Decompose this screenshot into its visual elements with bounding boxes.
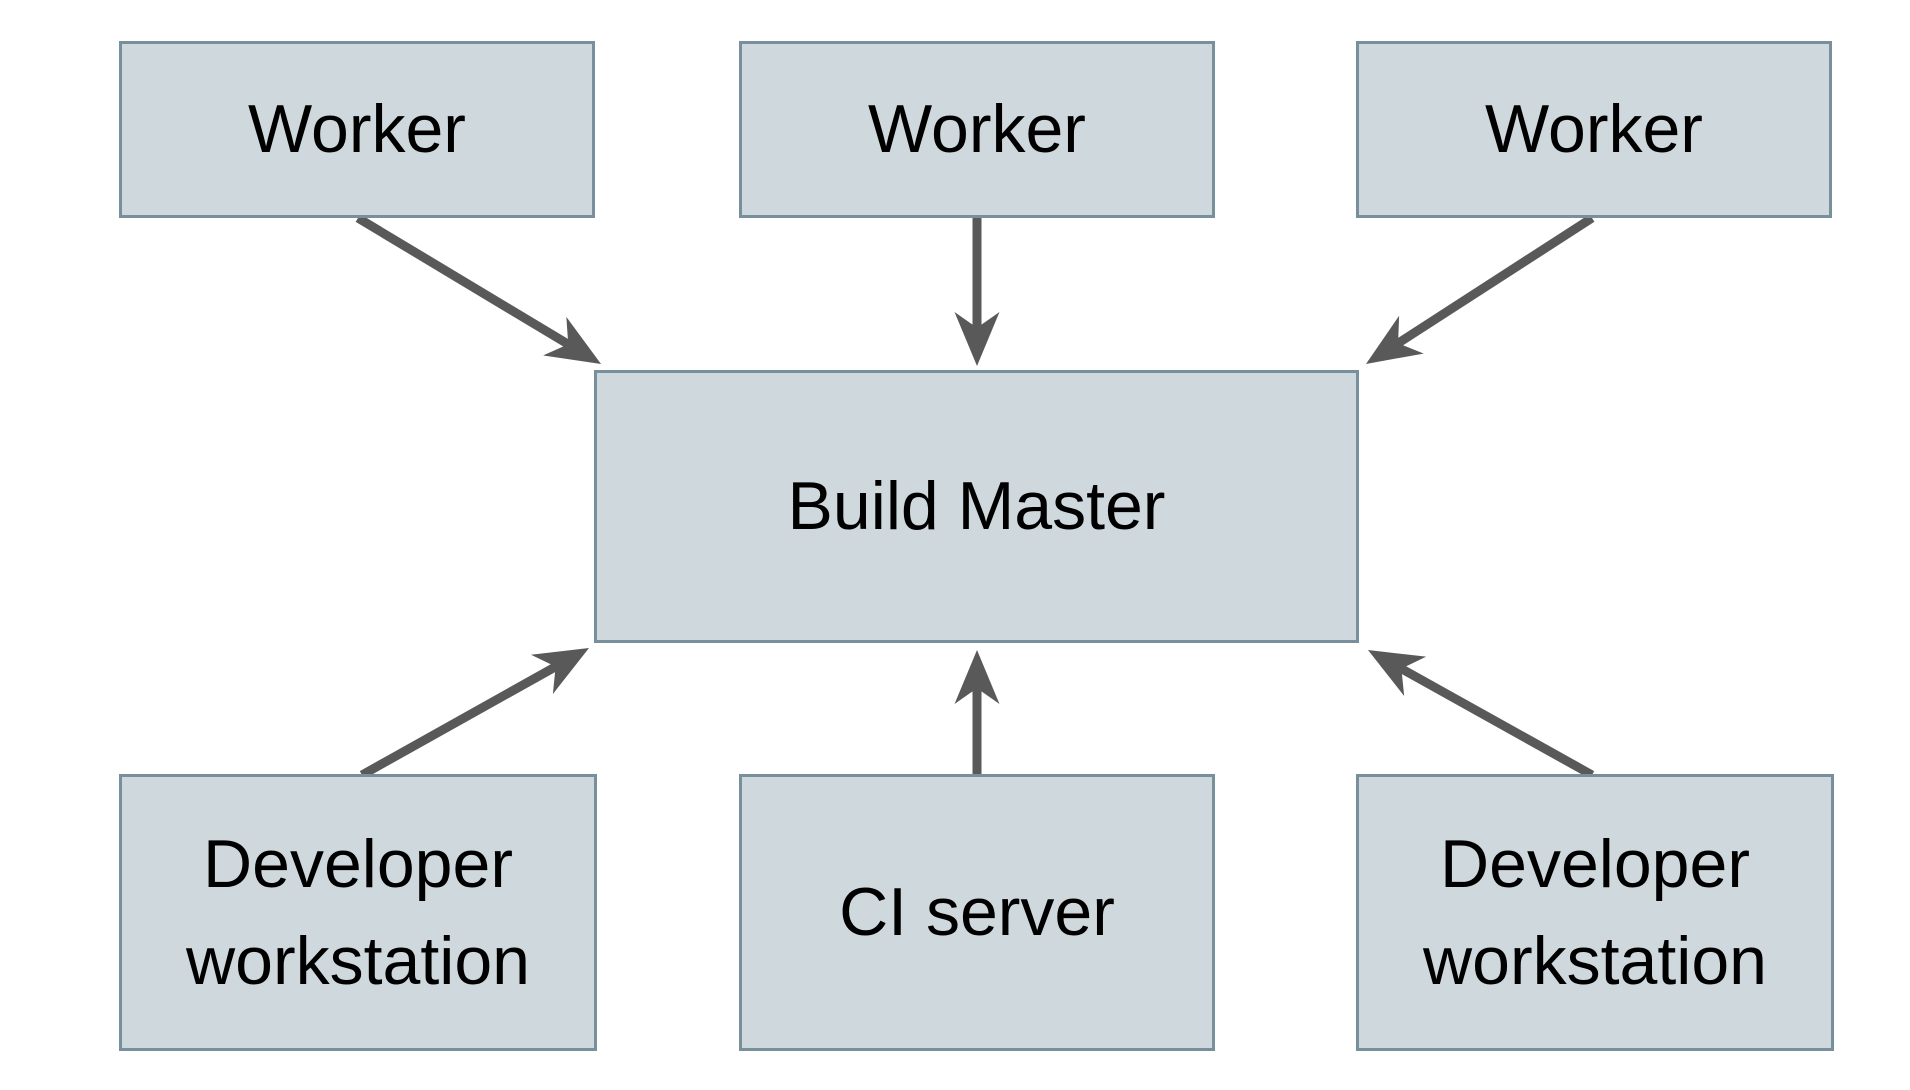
node-developer-workstation-left-label: Developer workstation bbox=[186, 825, 530, 999]
node-developer-workstation-right-label: Developer workstation bbox=[1423, 825, 1767, 999]
arrow-worker-3-to-build-master bbox=[1365, 214, 1595, 364]
arrow-developer-workstation-left-to-build-master bbox=[359, 648, 590, 779]
node-developer-workstation-left: Developer workstation bbox=[119, 774, 597, 1051]
arrow-worker-1-to-build-master bbox=[355, 214, 602, 364]
node-build-master: Build Master bbox=[594, 370, 1359, 643]
node-worker-3-label: Worker bbox=[1485, 91, 1703, 168]
node-ci-server-label: CI server bbox=[839, 874, 1115, 951]
node-developer-workstation-right: Developer workstation bbox=[1356, 774, 1834, 1051]
arrow-developer-workstation-right-to-build-master bbox=[1367, 650, 1595, 779]
node-worker-1-label: Worker bbox=[248, 91, 466, 168]
node-worker-2-label: Worker bbox=[868, 91, 1086, 168]
node-ci-server: CI server bbox=[739, 774, 1215, 1051]
node-worker-1: Worker bbox=[119, 41, 595, 218]
node-build-master-label: Build Master bbox=[787, 468, 1166, 545]
node-worker-2: Worker bbox=[739, 41, 1215, 218]
node-worker-3: Worker bbox=[1356, 41, 1832, 218]
